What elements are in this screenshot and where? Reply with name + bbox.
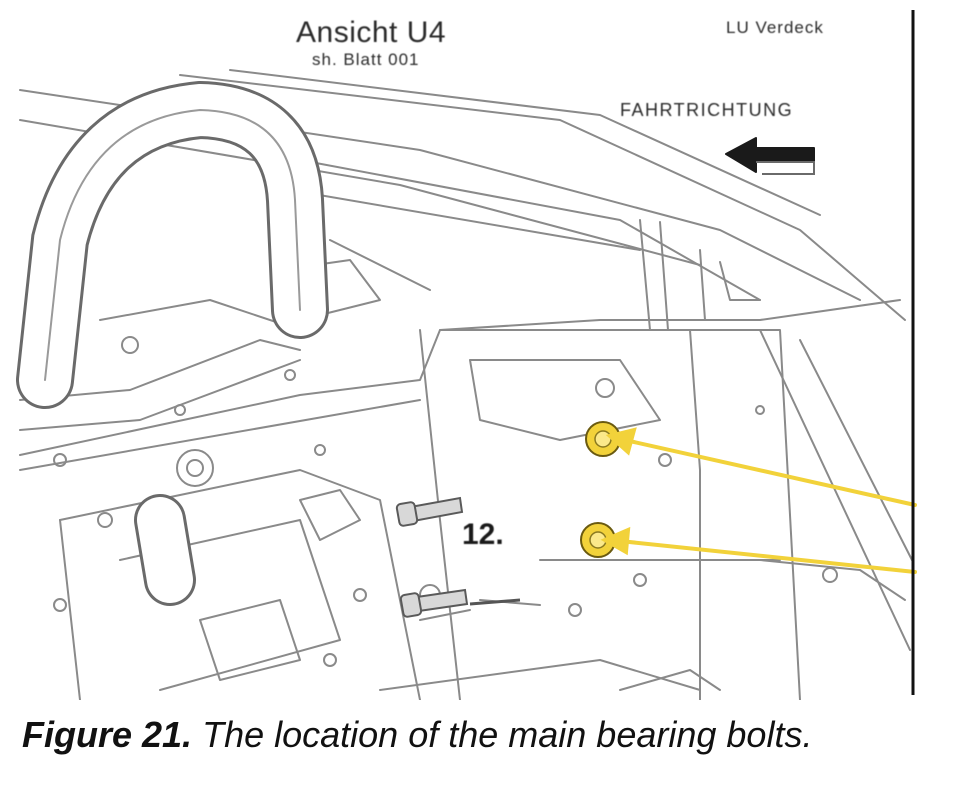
view-title: Ansicht U4 (296, 16, 447, 49)
direction-label: FAHRTRICHTUNG (620, 100, 794, 120)
figure-caption-text: The location of the main bearing bolts. (202, 714, 813, 755)
drawing-linework (16, 10, 917, 700)
sheet-reference: sh. Blatt 001 (312, 50, 420, 69)
direction-arrow-icon (725, 137, 815, 175)
figure-caption: Figure 21. The location of the main bear… (22, 714, 812, 756)
figure-label: Figure 21. (22, 714, 193, 755)
area-label: LU Verdeck (726, 18, 824, 37)
technical-drawing: Ansicht U4 sh. Blatt 001 LU Verdeck FAHR… (16, 10, 917, 700)
callout-number: 12. (462, 518, 504, 551)
